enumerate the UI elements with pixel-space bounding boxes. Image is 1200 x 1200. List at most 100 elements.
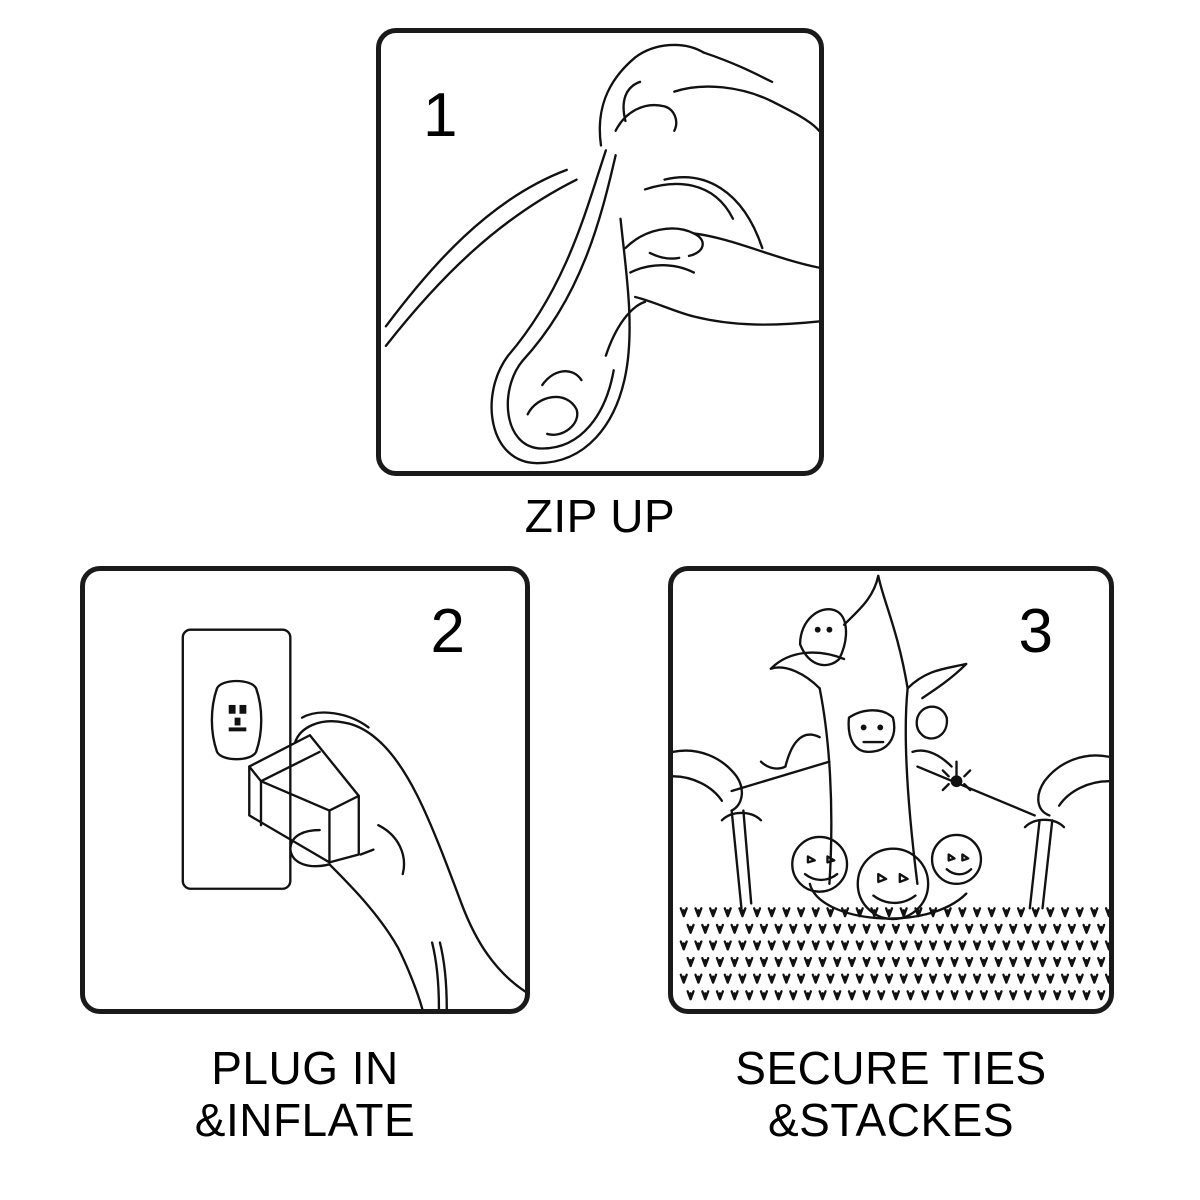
grass-tuft [818,923,827,934]
grass-tuft [1075,940,1084,951]
grass-tuft [782,907,791,918]
grass-tuft [1053,990,1062,1001]
grass-tuft [1023,923,1032,934]
grass-tuft [935,956,944,968]
grass-tuft [891,923,900,934]
grass-tuft [1046,907,1055,918]
grass-tuft [870,907,879,918]
grass-tuft [1090,973,1099,984]
grass-tuft [730,956,739,968]
grass-tuft [1097,956,1106,968]
step-3-caption: SECURE TIES &STACKES [668,1042,1114,1146]
grass-tuft [701,990,710,1001]
grass-tuft [833,956,842,968]
grass-tuft [738,973,747,984]
grass-tuft [840,907,850,918]
grass-tuft [826,940,835,951]
grass-tuft [899,907,908,918]
grass-tuft [767,940,776,951]
grass-tuft [759,923,769,934]
grass-tuft [715,956,725,968]
grass-tuft [694,907,703,918]
grass-tuft [745,956,754,968]
grass-tuft [862,990,871,1001]
grass-tuft [899,940,908,951]
grass-tuft [965,923,974,934]
step-3-number: 3 [1018,597,1053,666]
grass-tuft [979,956,988,968]
grass-tuft [1009,990,1018,1001]
grass-tuft [1002,907,1011,918]
grass-tuft [935,923,944,934]
grass-tuft [1060,940,1070,951]
grass-tuft [715,990,725,1001]
grass-tuft [891,990,900,1001]
grass-tuft [847,923,857,934]
grass-tuft [994,990,1003,1001]
grass-tuft [1009,923,1018,934]
grass-tuft [767,973,776,984]
grass-tuft [1031,907,1040,918]
grass-tuft [906,956,915,968]
grass-tuft [782,940,791,951]
grass-tuft [803,956,813,968]
grass-tuft [847,990,857,1001]
grass-tuft [870,973,879,984]
step-1-number: 1 [423,81,458,150]
grass-tuft [811,907,820,918]
grass-tuft [972,907,982,918]
grass-tuft [1016,940,1026,951]
grass-tuft [1097,923,1106,934]
grass-tuft [877,923,886,934]
grass-pattern [679,907,1109,1001]
grass-tuft [679,973,688,984]
grass-tuft [723,940,732,951]
grass-tuft [811,973,820,984]
grass-tuft [752,973,762,984]
step-2-caption: PLUG IN &INFLATE [80,1042,530,1146]
grass-tuft [994,923,1003,934]
grass-tuft [1053,956,1062,968]
grass-tuft [855,907,864,918]
grass-tuft [862,923,871,934]
step-2-panel: 2 [80,566,530,1014]
grass-tuft [789,923,798,934]
grass-tuft [1038,956,1047,968]
grass-tuft [884,940,894,951]
step-3-panel: 3 [668,566,1114,1014]
grass-tuft [1031,973,1040,984]
grass-tuft [914,940,923,951]
grass-tuft [679,940,688,951]
grass-tuft [979,990,988,1001]
grass-tuft [1038,990,1047,1001]
grass-tuft [694,940,703,951]
grass-tuft [738,940,747,951]
grass-tuft [899,973,908,984]
grass-tuft [914,907,923,918]
hand-plugging-into-outlet-illustration [181,628,525,1009]
grass-tuft [826,907,835,918]
grass-tuft [1067,990,1076,1001]
grass-tuft [1060,907,1070,918]
grass-tuft [921,956,930,968]
grass-tuft [1104,973,1109,984]
grass-tuft [701,923,710,934]
grass-tuft [1053,923,1062,934]
grass-tuft [1016,973,1026,984]
grass-tuft [782,973,791,984]
grass-tuft [1075,973,1084,984]
grass-tuft [943,973,952,984]
grass-tuft [686,990,695,1001]
grass-tuft [1023,990,1032,1001]
grass-tuft [1067,956,1076,968]
grass-tuft [943,907,952,918]
grass-tuft [950,956,959,968]
grass-tuft [745,923,754,934]
grass-tuft [1090,940,1099,951]
step-2-caption-line-2: &INFLATE [194,1094,416,1146]
hands-staking-inflatable-tree-illustration [673,574,1109,921]
grass-tuft [877,990,886,1001]
grass-tuft [686,956,695,968]
grass-tuft [987,973,996,984]
grass-tuft [803,990,813,1001]
